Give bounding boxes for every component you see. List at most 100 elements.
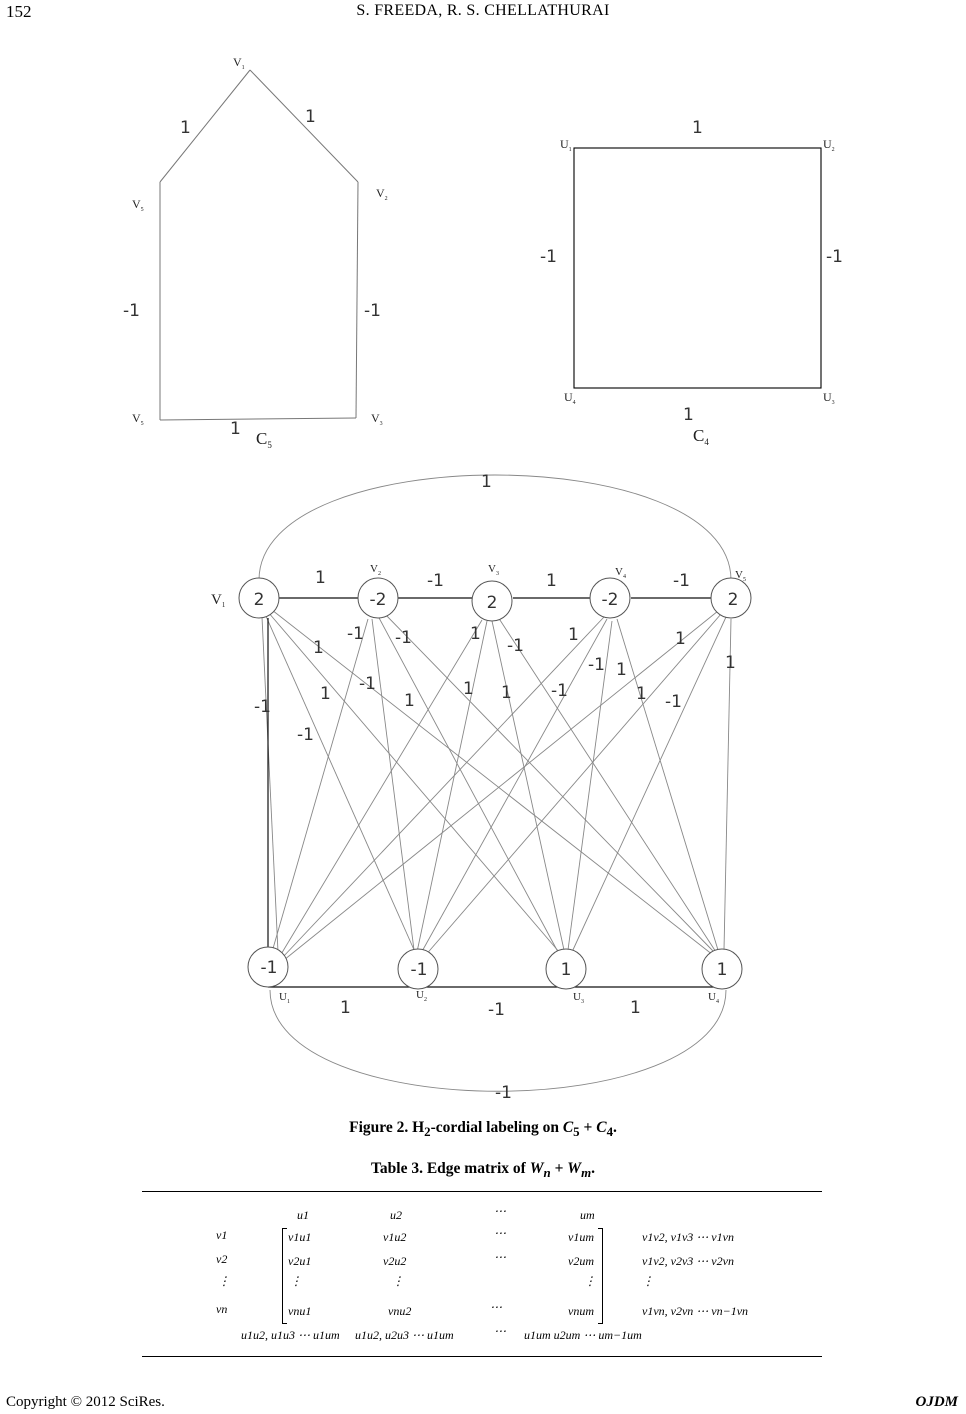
label-cross-7: 1: [404, 691, 415, 711]
c5-label-v1-v2: 1: [305, 107, 316, 127]
c4-name: C4: [693, 426, 709, 447]
c4-vertex-u1: U1: [560, 137, 572, 153]
c4-label-u1-u2: 1: [692, 118, 703, 138]
label-cross-1: 1: [313, 638, 324, 658]
c5-name: C5: [256, 429, 272, 450]
c4-square: [573, 147, 822, 389]
vertex-u1-value: -1: [261, 958, 278, 978]
bottom-row-1: u1u2, u1u3 ⋯ u1um: [241, 1328, 340, 1342]
sum-graph-edge-labels: 1 1 -1 1 -1 -1 1 -1 1 -1 1 -1 -1 1 -1 -1…: [254, 472, 736, 1103]
vertex-u1-name: U1: [279, 991, 290, 1005]
table-title: Table 3. Edge matrix of Wn + Wm.: [370, 1160, 596, 1181]
label-v2-v3: -1: [427, 571, 444, 591]
bottom-row-m: u1um u2um ⋯ um−1um: [524, 1328, 642, 1342]
label-cross-10: -1: [507, 636, 524, 656]
c5-edge-v2-v3: [355, 181, 359, 419]
cell-1-edges: v1v2, v1v3 ⋯ v1vn: [642, 1230, 734, 1244]
cell-n-2: vnu2: [388, 1304, 412, 1318]
cell-2-dots: ⋯: [494, 1250, 506, 1264]
matrix-right-bracket: [598, 1228, 603, 1324]
label-cross-15: 1: [616, 660, 627, 680]
sum-graph-edges: [258, 474, 732, 1092]
label-cross-8: 1: [470, 624, 481, 644]
label-v3-v4: 1: [546, 571, 557, 591]
cell-2-m: v2um: [568, 1254, 594, 1268]
vertex-u3-value: 1: [561, 960, 572, 980]
figure-2: V1 V2 V3 V5 V5 1 -1 1 -1 1 C5 U1 U2 U3 U…: [123, 55, 843, 1103]
vertex-v4-name: V4: [615, 566, 626, 580]
vertex-v1: [238, 577, 280, 619]
label-u1-v1: -1: [254, 697, 271, 717]
vertex-v2-value: -2: [370, 590, 387, 610]
col-header-um: um: [580, 1208, 595, 1222]
c4-label-u4-u1: -1: [540, 247, 557, 267]
col-header-u2: u2: [390, 1208, 402, 1222]
sum-graph-dark-edges: [267, 597, 724, 988]
cell-n-edges: v1vn, v2vn ⋯ vn−1vn: [642, 1304, 749, 1318]
vertex-v4-value: -2: [602, 590, 619, 610]
table-rule-bottom: [142, 1356, 822, 1357]
c4-edge-labels: 1 -1 1 -1: [540, 118, 843, 425]
label-cross-2: -1: [297, 725, 314, 745]
label-v4-v5: -1: [673, 571, 690, 591]
c5-label-v5-v1: 1: [180, 118, 191, 138]
vertex-v5: [710, 577, 752, 619]
col-header-u1: u1: [297, 1208, 309, 1222]
sum-bottom-vertices: -1 -1 1 1: [247, 946, 743, 990]
label-cross-12: 1: [568, 625, 579, 645]
cell-3-2: ⋮: [392, 1274, 404, 1288]
label-cross-5: -1: [359, 674, 376, 694]
c5-label-v3-v5: 1: [230, 419, 241, 439]
label-cross-4: 1: [320, 684, 331, 704]
cell-3-m: ⋮: [584, 1274, 596, 1288]
label-cross-18: -1: [665, 692, 682, 712]
cell-2-edges: v1v2, v2v3 ⋯ v2vn: [642, 1254, 734, 1268]
vertex-u3-name: U3: [573, 991, 584, 1005]
cell-1-dots: ⋯: [494, 1226, 506, 1240]
row-header-vn: vn: [216, 1302, 228, 1316]
vertex-v3: [471, 580, 513, 622]
c4-vertex-u2: U2: [823, 137, 835, 153]
cell-n-m: vnum: [568, 1304, 594, 1318]
bottom-arc-u1-u4: [269, 989, 727, 1092]
c5-label-v5-v5: -1: [123, 301, 140, 321]
label-cross-11: 1: [501, 683, 512, 703]
label-cross-3: -1: [347, 624, 364, 644]
vertex-u2-value: -1: [411, 960, 428, 980]
label-bottom-arc: -1: [495, 1083, 512, 1103]
c4-vertex-labels: U1 U2 U3 U4: [560, 137, 835, 406]
cell-1-2: v1u2: [383, 1230, 407, 1244]
c5-vertex-v1: V1: [233, 55, 245, 71]
c5-edge-v1-v2: [249, 69, 359, 183]
vertex-v3-value: 2: [487, 593, 498, 613]
col-header-dots: ⋯: [494, 1204, 506, 1218]
matrix-left-bracket: [282, 1228, 287, 1324]
cell-1-1: v1u1: [288, 1230, 312, 1244]
vertex-v1-value: 2: [254, 590, 265, 610]
cell-n-dots: ⋯: [490, 1300, 502, 1314]
sum-bottom-vertex-names: U1 U2 U3 U4: [279, 989, 719, 1005]
vertex-v5-value: 2: [728, 590, 739, 610]
cell-1-m: v1um: [568, 1230, 594, 1244]
row-header-vdots: ⋮: [218, 1274, 230, 1288]
row-header-v1: v1: [216, 1228, 228, 1242]
vertex-v2-name: V2: [370, 563, 381, 577]
vertex-u2: [397, 948, 439, 990]
c5-edge-v5-v1: [159, 69, 251, 183]
label-u3-u4: 1: [630, 998, 641, 1018]
cell-2-1: v2u1: [288, 1254, 312, 1268]
c5-vertex-v5-upper: V5: [132, 197, 144, 213]
vertex-u2-name: U2: [416, 989, 427, 1003]
footer-journal: OJDM: [915, 1394, 958, 1410]
cell-3-edges: ⋮: [642, 1274, 654, 1288]
cell-2-2: v2u2: [383, 1254, 407, 1268]
row-header-v2: v2: [216, 1252, 228, 1266]
vertex-v4: [589, 577, 631, 619]
c4-label-u2-u3: -1: [826, 247, 843, 267]
c4-vertex-u3: U3: [823, 390, 835, 406]
table-rule-top: [142, 1191, 822, 1192]
c5-edge-v3-v5: [159, 417, 357, 421]
vertex-u1: [247, 946, 289, 988]
c5-edge-labels: 1 -1 1 -1 1: [123, 107, 381, 439]
label-top-arc: 1: [481, 472, 492, 492]
